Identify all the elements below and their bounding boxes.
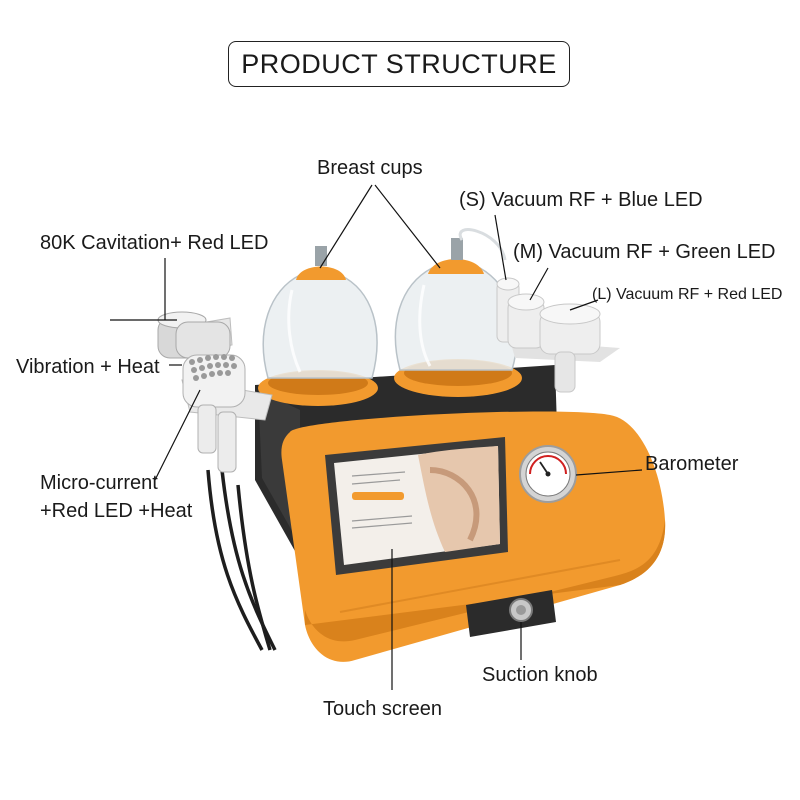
barometer-gauge	[519, 445, 577, 503]
touch-screen	[325, 437, 508, 575]
breast-cup-right	[394, 238, 518, 371]
s-vacuum-rf-label: (S) Vacuum RF + Blue LED	[459, 189, 703, 211]
l-vacuum-rf-label: (L) Vacuum RF + Red LED	[592, 286, 783, 303]
handpiece-cables	[206, 469, 277, 651]
vibration-heat-label: Vibration + Heat	[16, 356, 160, 378]
vacuum-rf-handpieces	[496, 277, 620, 393]
vacuum-hose	[458, 228, 507, 261]
m-vacuum-rf-label: (M) Vacuum RF + Green LED	[513, 241, 776, 263]
breast-cup-left	[262, 246, 378, 379]
micro-current-label-line1: Micro-current	[40, 472, 158, 494]
suction-knob-label: Suction knob	[482, 664, 598, 686]
leader-lines	[110, 184, 643, 690]
page-title: PRODUCT STRUCTURE	[228, 41, 570, 87]
micro-current-label-line2: +Red LED +Heat	[40, 500, 193, 522]
vibration-handpiece	[175, 321, 231, 359]
breast-cups-label: Breast cups	[317, 157, 423, 179]
barometer-label: Barometer	[645, 453, 739, 475]
touch-screen-label: Touch screen	[323, 698, 442, 720]
cavitation-label: 80K Cavitation+ Red LED	[40, 232, 269, 254]
suction-knob	[466, 590, 556, 637]
